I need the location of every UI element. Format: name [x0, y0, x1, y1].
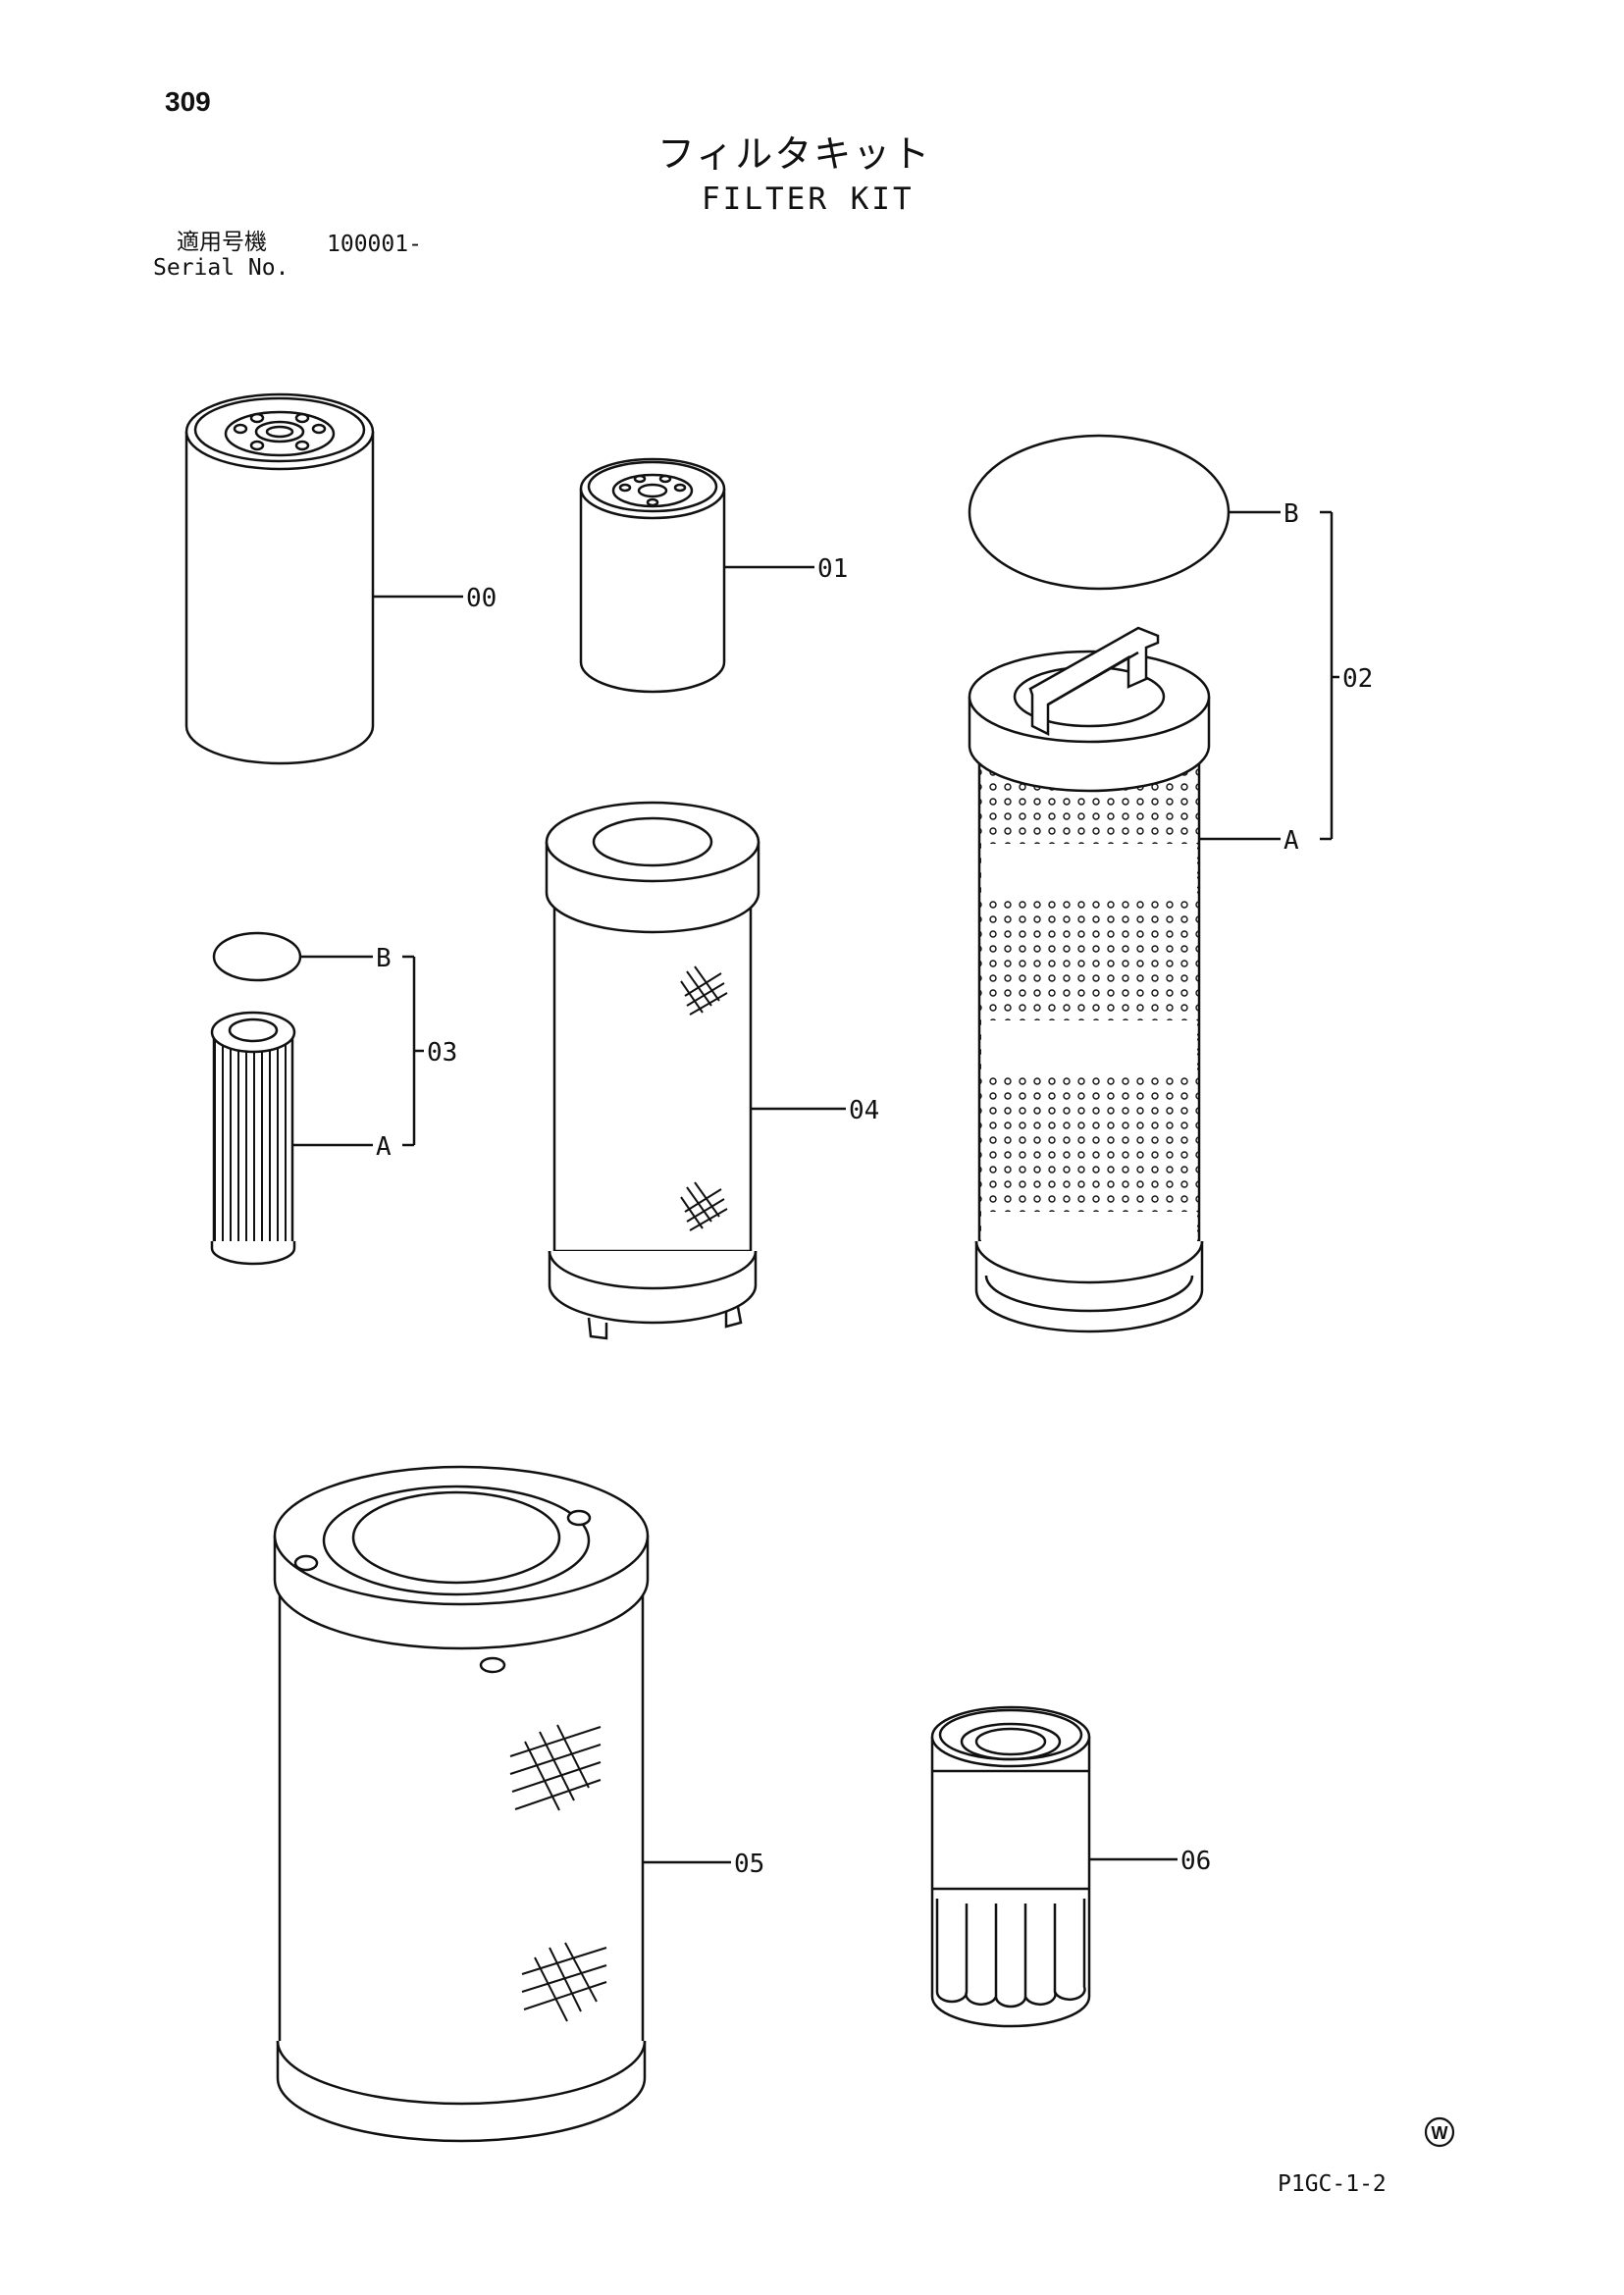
circled-w-mark: W — [1424, 2116, 1455, 2148]
callout-00: 00 — [466, 584, 497, 613]
callout-02-a: A — [1283, 826, 1299, 856]
mark-symbol: W — [1432, 2123, 1448, 2143]
callout-04: 04 — [849, 1096, 879, 1125]
sheet-code: P1GC-1-2 — [1278, 2171, 1387, 2197]
filter-06 — [930, 1705, 1178, 2028]
serial-label-japanese: 適用号機 — [177, 230, 267, 255]
serial-number-value: 100001- — [327, 232, 422, 257]
callout-02: 02 — [1342, 664, 1373, 694]
serial-label-english: Serial No. — [153, 255, 289, 281]
callout-06: 06 — [1180, 1847, 1211, 1876]
callout-01: 01 — [817, 554, 848, 584]
part-03-b-disk — [212, 931, 302, 982]
filter-05 — [273, 1465, 731, 2143]
filter-02 — [968, 434, 1339, 1333]
part-02-b-disk — [968, 434, 1231, 591]
filter-00 — [184, 392, 463, 765]
filter-03 — [210, 931, 424, 1266]
filter-04 — [545, 801, 846, 1340]
callout-05: 05 — [734, 1850, 764, 1879]
callout-03: 03 — [427, 1038, 457, 1068]
callout-03-a: A — [376, 1132, 392, 1162]
callout-02-b: B — [1283, 499, 1299, 529]
title-japanese: フィルタキット — [657, 132, 932, 176]
filter-01 — [579, 457, 814, 694]
page-number: 309 — [165, 86, 211, 117]
title-english: FILTER KIT — [702, 182, 915, 217]
callout-03-b: B — [376, 944, 392, 973]
